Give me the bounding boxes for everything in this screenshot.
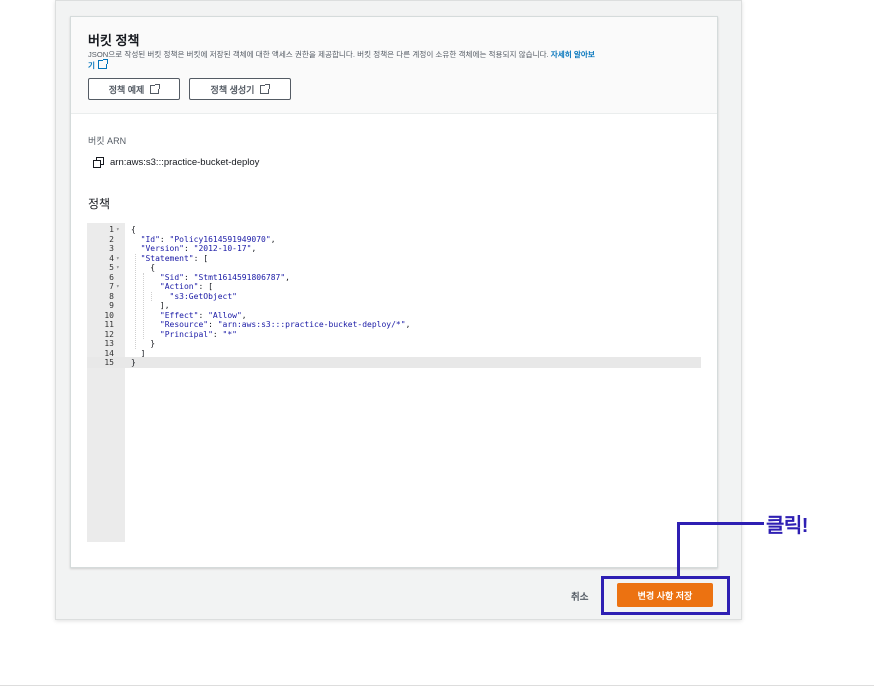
policy-generator-button[interactable]: 정책 생성기 bbox=[189, 78, 291, 100]
description-text: JSON으로 작성된 버킷 정책은 버킷에 저장된 객체에 대한 액세스 권한을… bbox=[88, 50, 549, 59]
section-description: JSON으로 작성된 버킷 정책은 버킷에 저장된 객체에 대한 액세스 권한을… bbox=[88, 50, 703, 71]
line-number: 13 bbox=[104, 339, 114, 348]
line-number: 8 bbox=[109, 291, 114, 301]
code-text: "Action": [ bbox=[159, 282, 213, 291]
code-text: "Version": "2012-10-17", bbox=[140, 244, 257, 253]
code-line: 6 "Sid": "Stmt1614591806787", bbox=[87, 273, 701, 283]
code-text: ], bbox=[131, 301, 170, 310]
line-number: 11 bbox=[104, 320, 114, 329]
code-text: ] bbox=[131, 348, 146, 358]
line-number: 14 bbox=[104, 348, 114, 358]
fold-toggle-icon[interactable]: ▾ bbox=[116, 254, 120, 262]
annotation-line-vertical bbox=[677, 522, 680, 577]
policy-label: 정책 bbox=[88, 197, 111, 211]
learn-more-text-2: 기 bbox=[88, 61, 95, 70]
code-text: "Resource": "arn:aws:s3:::practice-bucke… bbox=[159, 320, 411, 329]
bucket-arn-row: arn:aws:s3:::practice-bucket-deploy bbox=[93, 157, 259, 168]
policy-examples-button[interactable]: 정책 예제 bbox=[88, 78, 180, 100]
code-text: "Statement": [ bbox=[140, 253, 209, 263]
line-number: 3 bbox=[109, 244, 114, 253]
code-line: 9 ], bbox=[87, 301, 701, 311]
bottom-divider bbox=[0, 685, 874, 686]
policy-examples-label: 정책 예제 bbox=[108, 84, 145, 95]
code-line: 14 ] bbox=[87, 349, 701, 359]
line-number: 10 bbox=[104, 310, 114, 320]
copy-icon[interactable] bbox=[93, 157, 104, 168]
learn-more-text-1: 자세히 알아보 bbox=[550, 50, 595, 59]
code-text: "Principal": "*" bbox=[159, 329, 237, 339]
indent-guide bbox=[151, 291, 152, 301]
code-line: 12 "Principal": "*" bbox=[87, 330, 701, 340]
annotation-line-horizontal bbox=[677, 522, 764, 525]
active-line-highlight bbox=[87, 357, 701, 369]
code-text: } bbox=[131, 358, 136, 367]
line-number-gutter bbox=[87, 223, 125, 542]
line-number: 12 bbox=[104, 329, 114, 339]
indent-guide bbox=[135, 253, 136, 349]
code-line: 7▾ "Action": [ bbox=[87, 282, 701, 292]
bucket-policy-card: 버킷 정책 JSON으로 작성된 버킷 정책은 버킷에 저장된 객체에 대한 액… bbox=[70, 16, 718, 568]
policy-generator-label: 정책 생성기 bbox=[210, 84, 255, 95]
code-line: 3 "Version": "2012-10-17", bbox=[87, 244, 701, 254]
code-text: { bbox=[131, 263, 156, 272]
fold-toggle-icon[interactable]: ▾ bbox=[116, 283, 120, 290]
code-line: 13 } bbox=[87, 339, 701, 349]
line-number: 6 bbox=[109, 272, 114, 282]
code-text: "s3:GetObject" bbox=[169, 291, 237, 301]
code-line: 5▾ { bbox=[87, 263, 701, 273]
annotation-highlight-box bbox=[601, 576, 730, 615]
annotation-click-label: 클릭! bbox=[766, 515, 808, 537]
line-number: 4 bbox=[109, 253, 114, 263]
code-line: 4▾ "Statement": [ bbox=[87, 254, 701, 264]
code-line: 10 "Effect": "Allow", bbox=[87, 311, 701, 321]
line-number: 15 bbox=[104, 358, 114, 367]
code-line: 2 "Id": "Policy1614591949070", bbox=[87, 235, 701, 245]
code-text: "Effect": "Allow", bbox=[159, 310, 247, 320]
code-text: "Id": "Policy1614591949070", bbox=[140, 234, 276, 244]
save-changes-button[interactable]: 변경 사항 저장 bbox=[617, 583, 713, 607]
line-number: 9 bbox=[109, 301, 114, 310]
line-number: 5 bbox=[109, 263, 114, 272]
bucket-arn-label: 버킷 ARN bbox=[88, 136, 127, 146]
code-text: } bbox=[131, 339, 156, 348]
code-line: 1▾ { bbox=[87, 225, 701, 235]
line-number: 2 bbox=[109, 234, 114, 244]
code-text: { bbox=[131, 225, 136, 234]
external-link-icon bbox=[260, 83, 271, 94]
fold-toggle-icon[interactable]: ▾ bbox=[116, 226, 120, 233]
card-header: 버킷 정책 JSON으로 작성된 버킷 정책은 버킷에 저장된 객체에 대한 액… bbox=[71, 17, 717, 114]
cancel-button[interactable]: 취소 bbox=[571, 592, 589, 603]
section-title: 버킷 정책 bbox=[88, 33, 140, 48]
fold-toggle-icon[interactable]: ▾ bbox=[116, 264, 120, 271]
code-text: "Sid": "Stmt1614591806787", bbox=[159, 272, 290, 282]
policy-code-editor[interactable]: 1▾{2 "Id": "Policy1614591949070",3 "Vers… bbox=[87, 223, 701, 542]
external-link-icon bbox=[150, 83, 161, 94]
code-line: 15} bbox=[87, 358, 701, 368]
external-link-icon bbox=[98, 59, 108, 69]
code-line: 11 "Resource": "arn:aws:s3:::practice-bu… bbox=[87, 320, 701, 330]
line-number: 1 bbox=[109, 225, 114, 234]
indent-guide bbox=[143, 272, 144, 339]
line-number: 7 bbox=[109, 282, 114, 291]
bucket-arn-value: arn:aws:s3:::practice-bucket-deploy bbox=[110, 157, 260, 168]
code-line: 8 "s3:GetObject" bbox=[87, 292, 701, 302]
